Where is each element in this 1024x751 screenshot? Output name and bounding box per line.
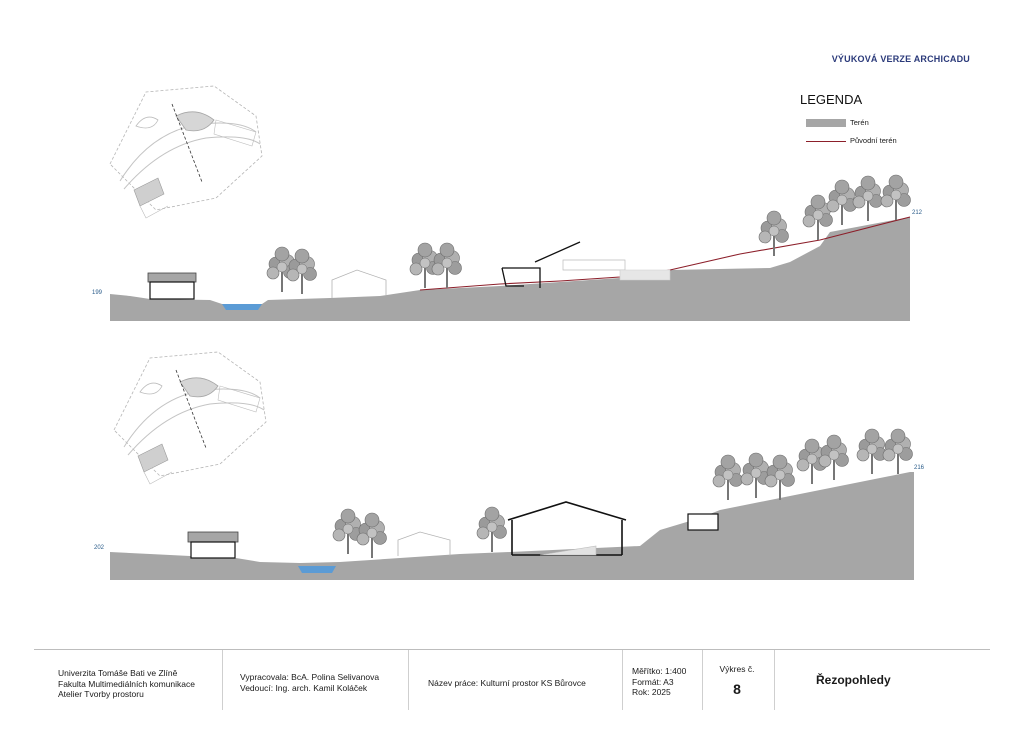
elevation-right-1: 212: [912, 210, 923, 216]
original-terrain-swatch: [806, 141, 846, 143]
tree-6: [802, 194, 833, 241]
sheet-label: Výkres č.: [719, 664, 755, 674]
legend-item-original-terrain: Původní terén: [800, 135, 970, 153]
tree-15: [764, 454, 795, 501]
tree-5: [758, 210, 789, 257]
elevation-left-1: 199: [92, 290, 103, 296]
water-1: [222, 304, 262, 310]
scale: Měřítko: 1:400: [632, 666, 687, 676]
edu-watermark: VÝUKOVÁ VERZE ARCHICADU: [831, 54, 970, 64]
author-info: Vypracovala: BcA. Polina Selivanova Vedo…: [240, 672, 379, 732]
terrain-2: [110, 472, 914, 580]
tree-4: [431, 242, 462, 289]
year: Rok: 2025: [632, 687, 671, 697]
author: Vypracovala: BcA. Polina Selivanova: [240, 672, 380, 682]
project-name: Název práce: Kulturní prostor KS Bůrovce: [428, 678, 586, 688]
canopy-1: [562, 259, 626, 271]
section-2: 202 216: [94, 351, 925, 580]
tree-14: [740, 452, 771, 499]
tree-10: [332, 508, 363, 555]
supervisor: Vedoucí: Ing. arch. Kamil Koláček: [240, 682, 368, 693]
tree-19: [882, 428, 913, 475]
building-roof-1: [147, 272, 197, 283]
sheet-title: Řezopohledy: [816, 673, 891, 687]
project-info: Název práce: Kulturní prostor KS Bůrovce: [428, 678, 586, 738]
outline-house-1: [331, 269, 387, 298]
building-1: [149, 281, 195, 300]
school-info: Univerzita Tomáše Bati ve Zlíně Fakulta …: [58, 668, 195, 728]
divider: [222, 650, 224, 710]
legend: LEGENDA Terén Původní terén: [800, 92, 970, 153]
sheet-meta: Měřítko: 1:400 Formát: A3 Rok: 2025: [632, 666, 686, 726]
building-5: [687, 513, 719, 531]
terrain-1: [110, 217, 910, 321]
terrain-swatch: [806, 119, 846, 127]
atelier-name: Atelier Tvorby prostoru: [58, 689, 144, 699]
legend-item-terrain: Terén: [800, 117, 970, 135]
section-1: 199 212: [92, 85, 923, 321]
elevation-left-2: 202: [94, 545, 105, 551]
divider: [774, 650, 776, 710]
water-2: [298, 566, 336, 573]
legend-label-original-terrain: Původní terén: [850, 136, 897, 145]
tree-12: [476, 506, 507, 553]
stair-2: [539, 545, 597, 556]
tree-8: [852, 175, 883, 222]
key-plan-1: [109, 85, 263, 219]
terrace-1: [619, 269, 671, 281]
sheet-number-block: Výkres č. 8: [704, 664, 770, 724]
building-roof-2: [187, 531, 239, 543]
building-4: [507, 501, 627, 556]
outline-house-2: [397, 531, 451, 556]
building-2: [501, 241, 581, 288]
building-3: [190, 541, 236, 559]
faculty-name: Fakulta Multimediálních komunikace: [58, 678, 196, 689]
divider: [622, 650, 624, 710]
section-drawing: 199 212 202 216: [92, 85, 925, 580]
tree-18: [856, 428, 887, 475]
elevation-right-2: 216: [914, 465, 925, 471]
sheet-number: 8: [733, 680, 741, 697]
school-name: Univerzita Tomáše Bati ve Zlíně: [58, 668, 178, 678]
legend-label-terrain: Terén: [850, 118, 869, 127]
divider: [408, 650, 410, 710]
format: Formát: A3: [632, 676, 674, 687]
tree-13: [712, 454, 743, 501]
tree-17: [818, 434, 849, 481]
key-plan-2: [113, 351, 267, 485]
divider: [702, 650, 704, 710]
tree-9: [880, 174, 911, 221]
legend-title: LEGENDA: [800, 92, 863, 107]
title-block: Univerzita Tomáše Bati ve Zlíně Fakulta …: [34, 649, 990, 710]
tree-11: [356, 512, 387, 559]
